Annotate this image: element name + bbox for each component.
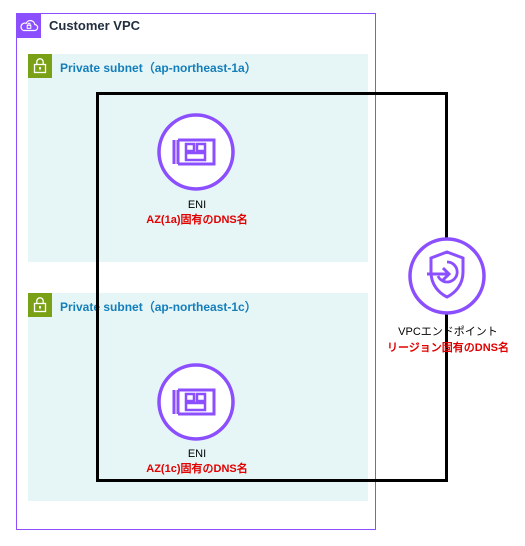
subnet-title-1a: Private subnet（ap-northeast-1a） bbox=[60, 61, 257, 75]
endpoint-dns: リージョン固有のDNS名 bbox=[386, 342, 510, 354]
eni-label-1a: ENI AZ(1a)固有のDNS名 bbox=[146, 199, 247, 227]
vpc-title: Customer VPC bbox=[49, 18, 141, 33]
eni-name-1c: ENI bbox=[187, 448, 207, 460]
network-interface-icon bbox=[156, 362, 236, 447]
endpoint-label: VPCエンドポイント リージョン固有のDNS名 bbox=[387, 323, 509, 355]
subnet-title-1c: Private subnet（ap-northeast-1c） bbox=[60, 300, 257, 314]
vpc-cloud-lock-icon bbox=[17, 14, 41, 38]
eni-label-1c: ENI AZ(1c)固有のDNS名 bbox=[146, 448, 247, 476]
padlock-icon bbox=[28, 54, 52, 78]
eni-dns-1c: AZ(1c)固有のDNS名 bbox=[146, 463, 248, 475]
padlock-icon bbox=[28, 293, 52, 317]
endpoint-scope-frame bbox=[96, 92, 448, 482]
eni-dns-1a: AZ(1a)固有のDNS名 bbox=[146, 214, 248, 226]
customer-vpc-group: Customer VPC bbox=[16, 13, 376, 530]
endpoint-name: VPCエンドポイント bbox=[398, 326, 498, 338]
network-interface-icon bbox=[156, 112, 236, 197]
eni-name-1a: ENI bbox=[187, 199, 207, 211]
vpc-endpoint-shield-icon bbox=[407, 236, 487, 321]
